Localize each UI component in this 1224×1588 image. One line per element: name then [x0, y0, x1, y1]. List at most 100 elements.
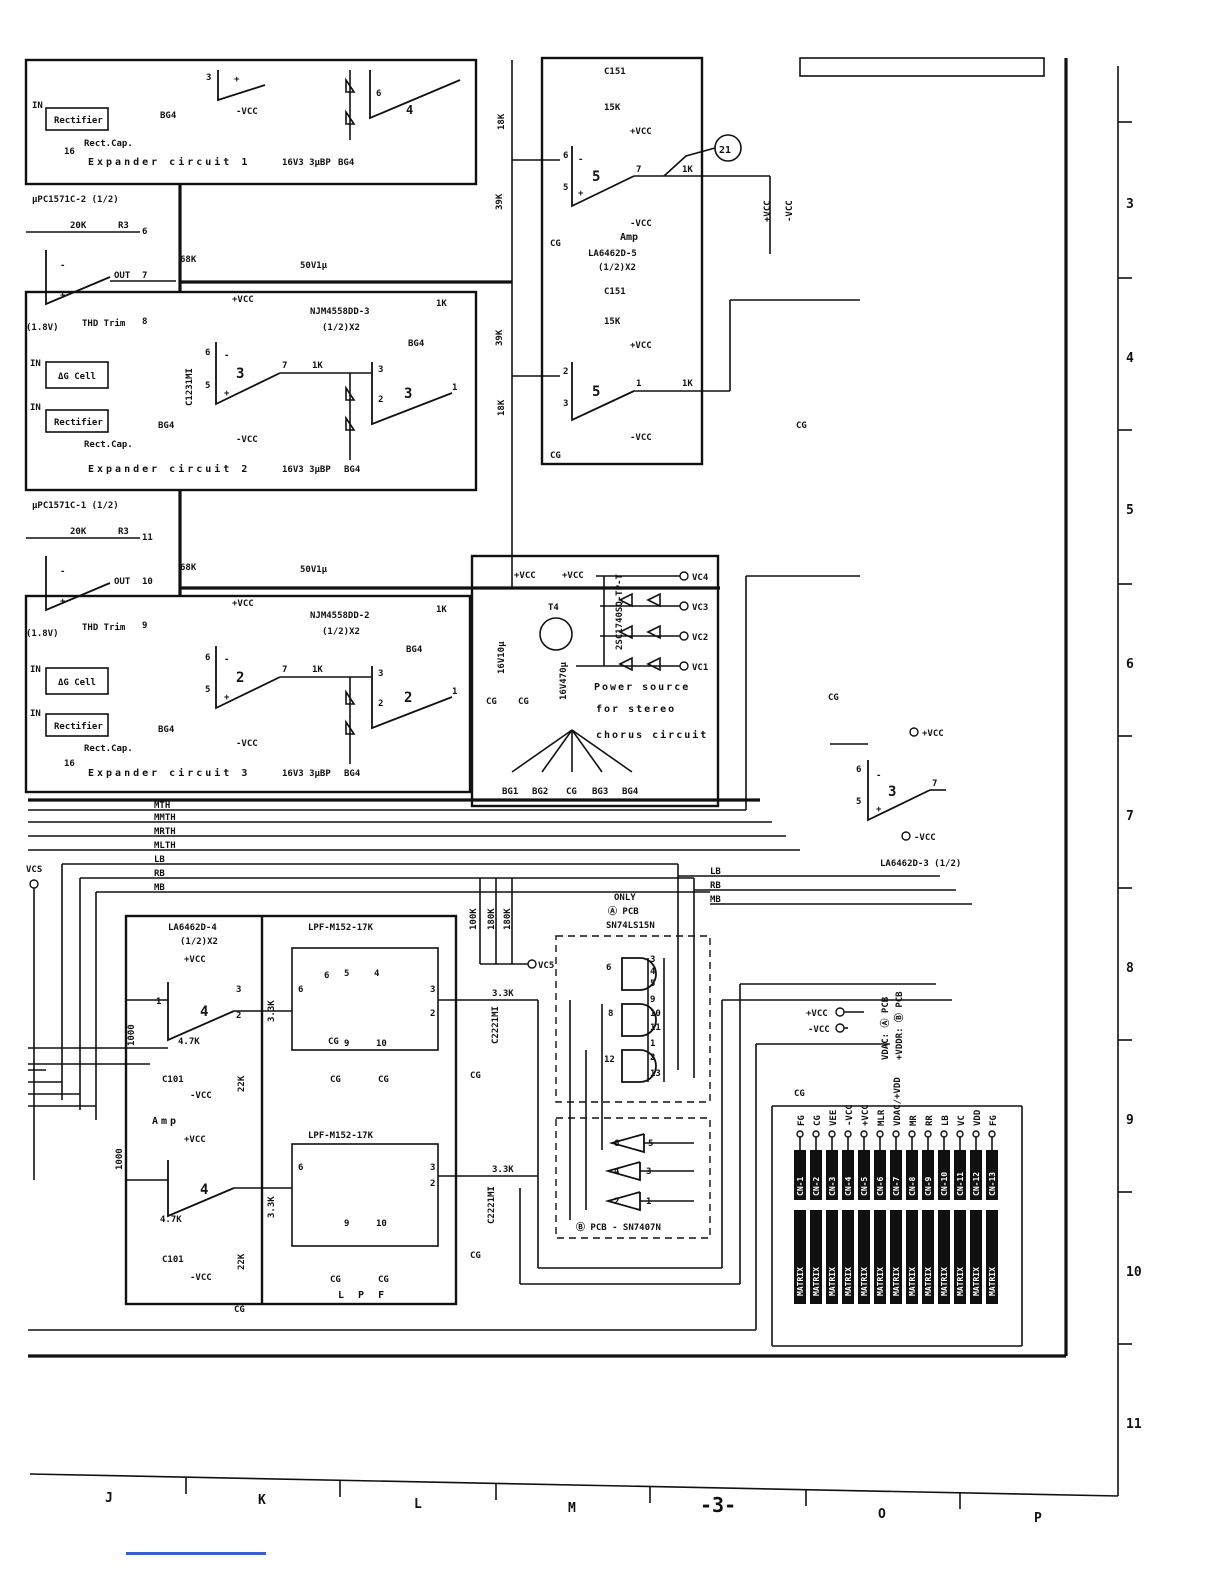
svg-text:NJM4558DD-2: NJM4558DD-2: [310, 611, 370, 621]
svg-text:+VDDR: Ⓑ PCB: +VDDR: Ⓑ PCB: [893, 991, 905, 1060]
connector-pin: [874, 1150, 886, 1200]
connector-signal-label: VC: [957, 1115, 967, 1126]
svg-text:-VCC: -VCC: [808, 1025, 830, 1035]
svg-text:180K: 180K: [487, 908, 497, 930]
connector-pin-label: CN-3: [828, 1177, 837, 1196]
svg-text:10: 10: [142, 577, 153, 587]
svg-text:68K: 68K: [180, 563, 197, 573]
svg-text:-VCC: -VCC: [914, 833, 936, 843]
signal-bus: MTH MMTH MRTH MLTH LB RB MB LB RB MB VCS: [26, 575, 972, 1180]
connector-matrix: FGCN-1MATRIXCGCN-2MATRIXVEECN-3MATRIX-VC…: [794, 1077, 999, 1304]
svg-text:+VCC: +VCC: [232, 599, 254, 609]
svg-text:-: -: [224, 655, 229, 665]
svg-text:2: 2: [236, 670, 244, 686]
connector-dest-label: MATRIX: [812, 1267, 821, 1296]
svg-text:16V3 3μBP: 16V3 3μBP: [282, 158, 331, 168]
connector-dest-label: MATRIX: [956, 1267, 965, 1296]
connector-dest-label: MATRIX: [908, 1267, 917, 1296]
svg-text:+VCC: +VCC: [922, 729, 944, 739]
svg-text:IN: IN: [30, 709, 41, 719]
svg-text:180K: 180K: [503, 908, 513, 930]
svg-text:BG2: BG2: [532, 787, 548, 797]
svg-text:+: +: [60, 291, 66, 301]
svg-text:CG: CG: [328, 1037, 339, 1047]
svg-text:16: 16: [64, 759, 75, 769]
connector-pin: [986, 1150, 998, 1200]
svg-text:20K: 20K: [70, 527, 87, 537]
svg-text:6: 6: [205, 348, 210, 358]
svg-text:8: 8: [142, 317, 147, 327]
svg-text:39K: 39K: [495, 329, 505, 346]
svg-text:Expander circuit 2: Expander circuit 2: [88, 463, 250, 475]
svg-text:7: 7: [636, 165, 641, 175]
svg-text:-VCC: -VCC: [236, 435, 258, 445]
svg-text:4: 4: [406, 103, 413, 117]
svg-text:7: 7: [932, 779, 937, 789]
svg-text:Rectifier: Rectifier: [54, 115, 103, 126]
svg-text:6: 6: [298, 1163, 303, 1173]
expander-circuit-1: 3 6 4 + -VCC Rectifier Rect.Cap. 16 Expa…: [24, 58, 478, 186]
svg-text:CG: CG: [828, 693, 839, 703]
svg-text:L P F: L P F: [338, 1290, 388, 1301]
svg-text:6: 6: [298, 985, 303, 995]
svg-text:MB: MB: [154, 883, 165, 893]
svg-text:VC1: VC1: [692, 663, 708, 673]
grid-row-7: 7: [1126, 809, 1134, 824]
svg-text:CG: CG: [330, 1275, 341, 1285]
svg-text:3: 3: [404, 386, 412, 402]
svg-text:BG4: BG4: [408, 339, 425, 349]
connector-signal-label: LB: [941, 1115, 951, 1126]
svg-text:BG3: BG3: [592, 787, 608, 797]
svg-text:CG: CG: [518, 697, 529, 707]
rectifier-box-1: [45, 107, 109, 131]
svg-text:11: 11: [142, 533, 153, 543]
svg-text:6: 6: [614, 1139, 619, 1149]
page-number: -3-: [700, 1493, 736, 1517]
svg-text:2SC1740SQ-TP-T: 2SC1740SQ-TP-T: [615, 574, 625, 650]
svg-text:20K: 20K: [70, 221, 87, 231]
svg-text:3: 3: [236, 985, 241, 995]
svg-text:(1.8V): (1.8V): [26, 629, 59, 639]
connector-pin-label: CN-8: [908, 1177, 917, 1196]
svg-text:4: 4: [374, 969, 380, 979]
svg-text:2: 2: [378, 395, 383, 405]
connector-signal-label: MR: [909, 1115, 919, 1126]
grid-column-labels: J K L M O P -3-: [105, 1491, 1042, 1526]
svg-text:1: 1: [452, 687, 457, 697]
svg-text:OUT: OUT: [114, 577, 131, 587]
connector-dest-label: MATRIX: [860, 1267, 869, 1296]
svg-text:9: 9: [142, 621, 147, 631]
connector-dest: [890, 1210, 902, 1304]
svg-text:4: 4: [650, 967, 656, 977]
svg-text:7: 7: [142, 271, 147, 281]
svg-text:+VCC: +VCC: [630, 341, 652, 351]
svg-text:C2221MI: C2221MI: [487, 1186, 497, 1224]
svg-text:LPF-M152-17K: LPF-M152-17K: [308, 1131, 374, 1141]
svg-text:15K: 15K: [604, 103, 621, 113]
svg-text:Expander circuit 1: Expander circuit 1: [88, 156, 250, 168]
svg-text:5: 5: [648, 1139, 653, 1149]
svg-text:1: 1: [636, 379, 641, 389]
connector-dest-label: MATRIX: [876, 1267, 885, 1296]
svg-text:VCS: VCS: [26, 865, 42, 875]
connector-dest-label: MATRIX: [988, 1267, 997, 1296]
svg-text:3.3K: 3.3K: [492, 989, 514, 999]
connector-dest-label: MATRIX: [828, 1267, 837, 1296]
svg-text:6: 6: [563, 151, 568, 161]
svg-text:100K: 100K: [469, 908, 479, 930]
svg-text:1K: 1K: [682, 379, 693, 389]
svg-text:-VCC: -VCC: [785, 200, 795, 222]
svg-text:16: 16: [64, 147, 75, 157]
connector-pin-label: CN-13: [988, 1172, 997, 1196]
svg-text:6: 6: [205, 653, 210, 663]
connector-pin-label: CN-4: [844, 1177, 853, 1196]
svg-text:VC5: VC5: [538, 961, 554, 971]
svg-text:NJM4558DD-3: NJM4558DD-3: [310, 307, 370, 317]
svg-text:1000: 1000: [127, 1024, 137, 1046]
svg-text:C151: C151: [604, 67, 626, 77]
sheet-frame: [28, 57, 1132, 1509]
grid-col-m: M: [568, 1501, 576, 1516]
connector-signal-label: -VCC: [845, 1104, 855, 1126]
